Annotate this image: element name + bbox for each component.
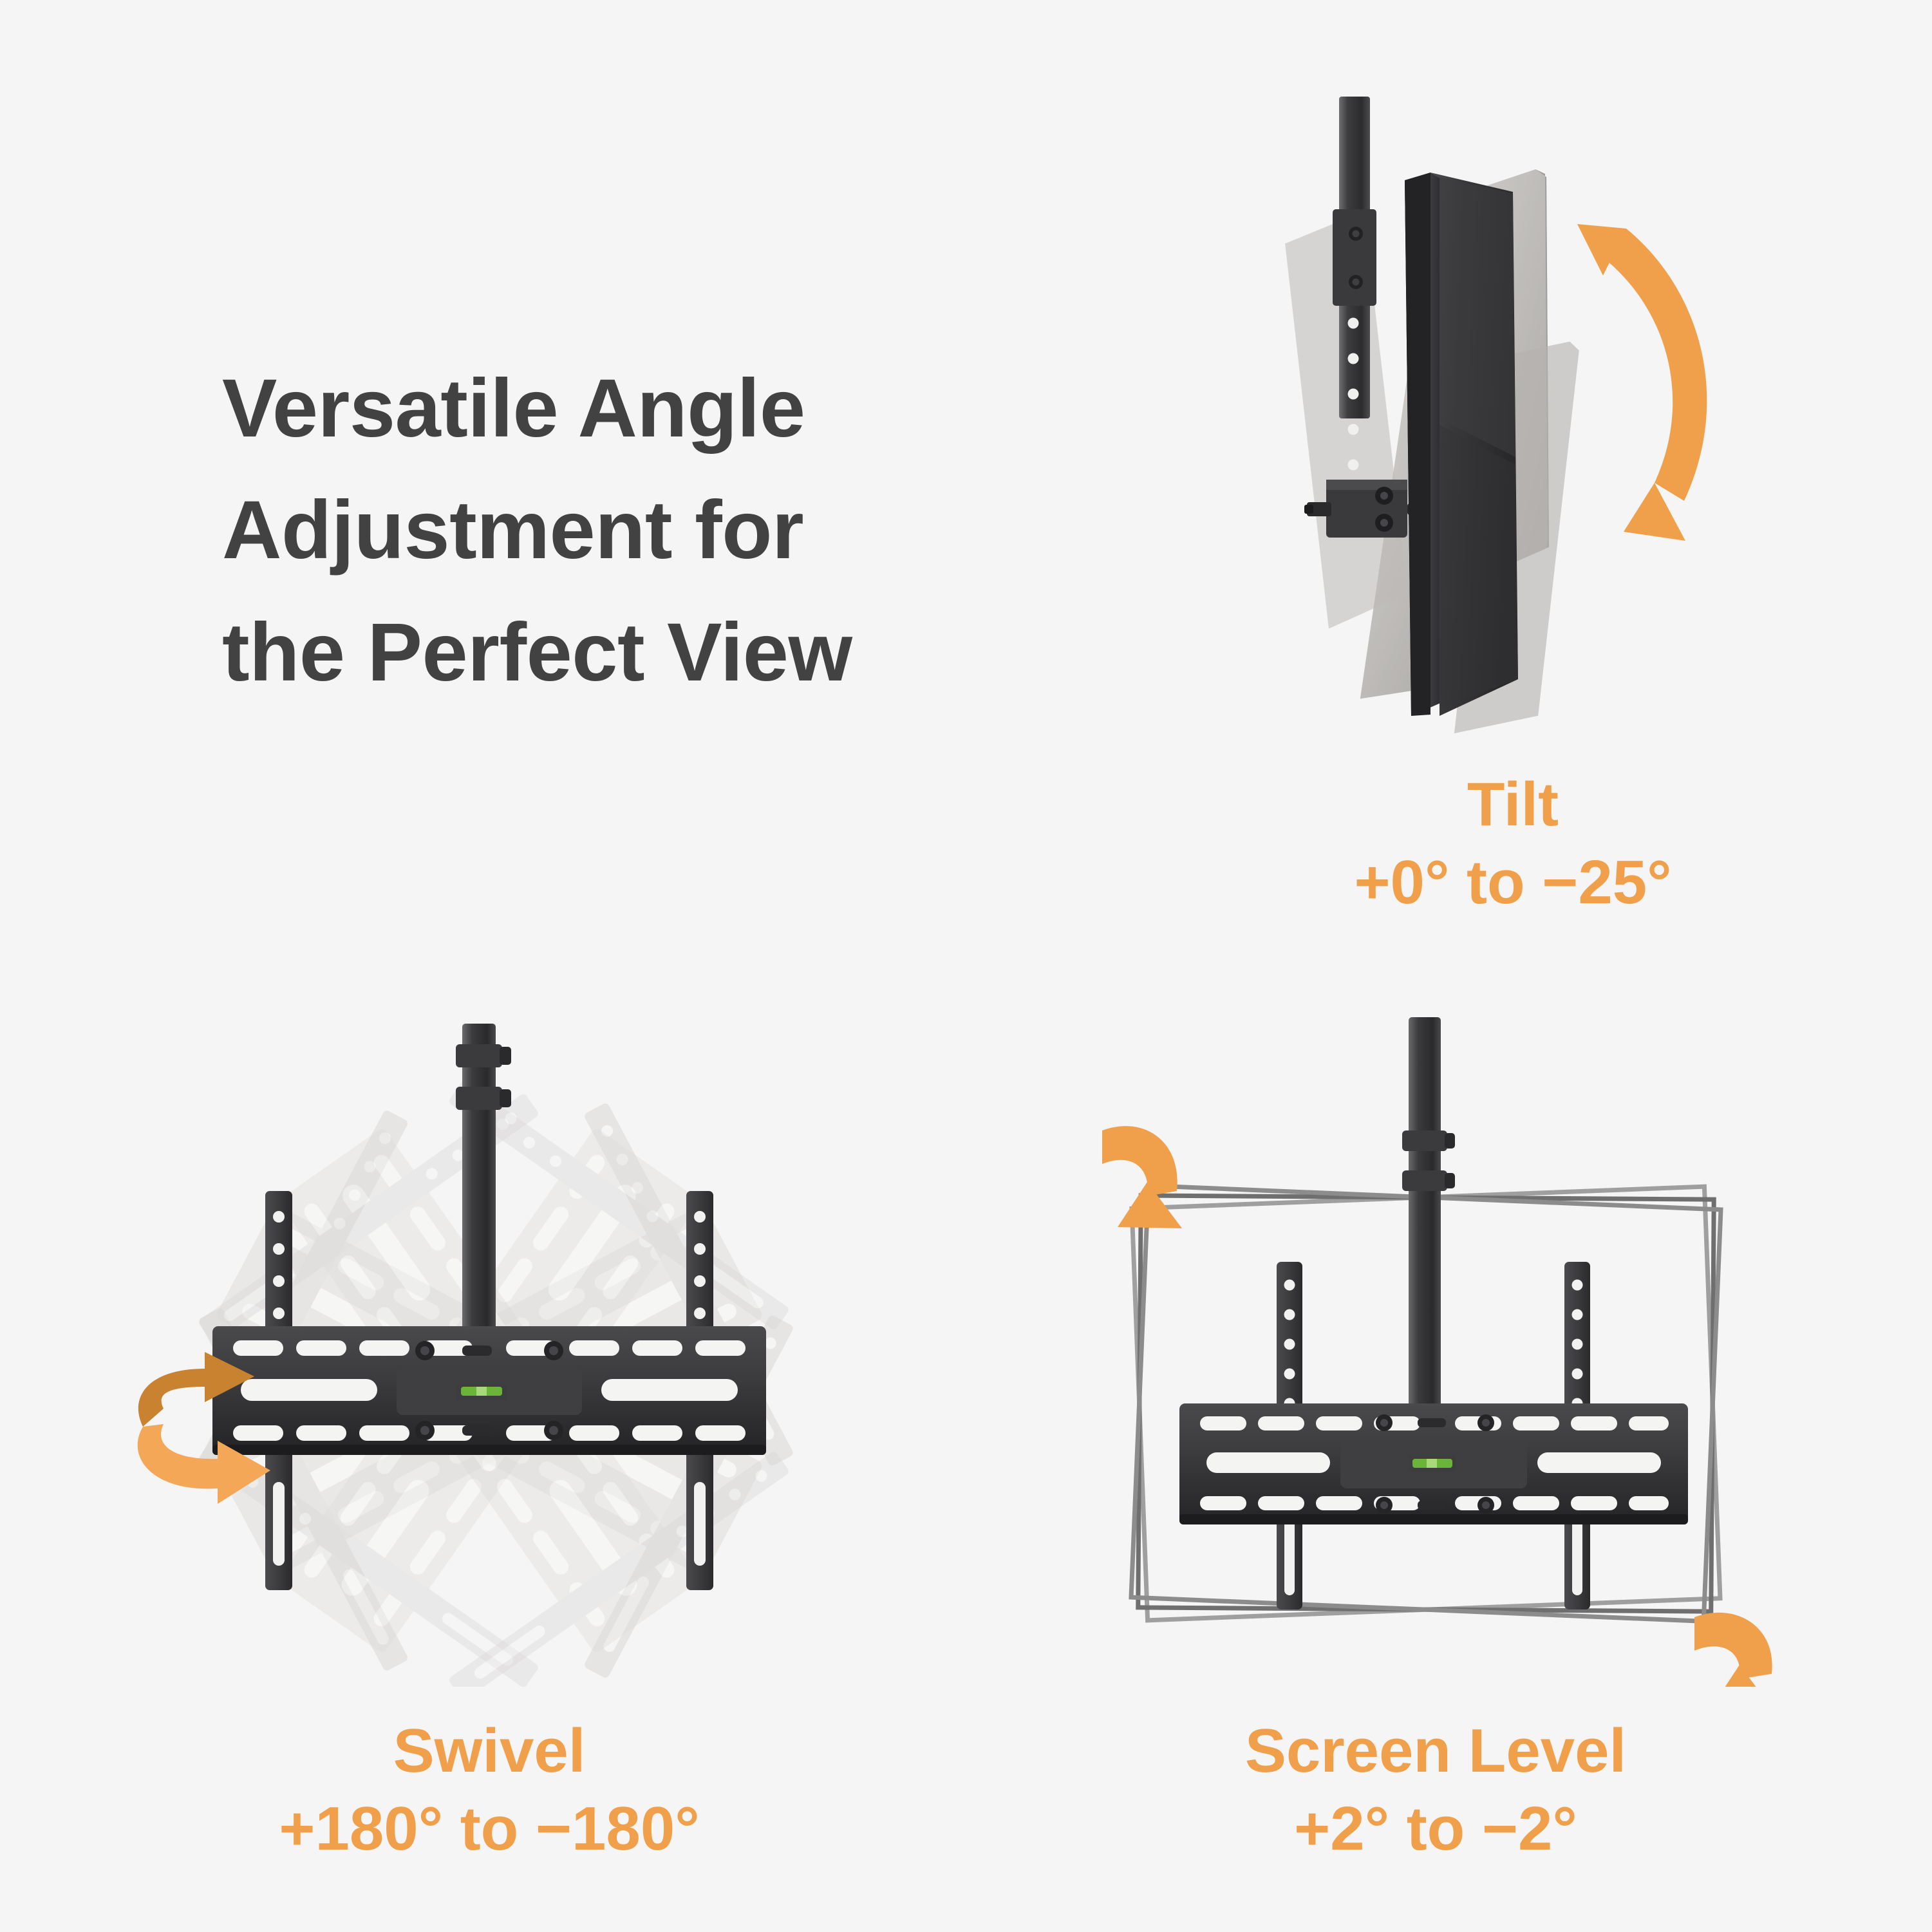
- swivel-diagram-svg: [137, 1024, 794, 1687]
- swivel-caption: Swivel +180° to −180°: [116, 1712, 863, 1868]
- pole-adjustment-holes: [1347, 317, 1359, 471]
- screen-level-range: +2° to −2°: [1294, 1794, 1577, 1863]
- tilt-double-arrow-icon: [1577, 224, 1707, 541]
- headline-line-1: Versatile Angle: [222, 362, 805, 455]
- mount-pole: [1333, 97, 1376, 471]
- level-mount-pole: [1402, 1017, 1455, 1429]
- level-rotate-arrow-bottom-right-icon: [1694, 1612, 1772, 1687]
- tilt-range: +0° to −25°: [1354, 847, 1672, 917]
- headline-line-3: the Perfect View: [222, 606, 852, 699]
- headline-line-2: Adjustment for: [222, 484, 804, 577]
- tilt-caption: Tilt +0° to −25°: [1243, 766, 1783, 922]
- tilt-illustration: [1243, 97, 1783, 753]
- swivel-illustration: [116, 1004, 863, 1687]
- screen-level-title: Screen Level: [1244, 1716, 1627, 1785]
- feature-panel-screen-level: Screen Level +2° to −2°: [1062, 1004, 1809, 1868]
- level-rotate-arrow-top-left-icon: [1102, 1126, 1182, 1228]
- feature-panel-tilt: Tilt +0° to −25°: [1243, 97, 1783, 922]
- bubble-level-icon: [457, 1383, 506, 1400]
- bubble-level-icon: [1409, 1455, 1456, 1472]
- page-title: Versatile Angle Adjustment for the Perfe…: [222, 348, 930, 713]
- swivel-rail-plate: [212, 1326, 766, 1455]
- screen-level-illustration: [1062, 1004, 1809, 1687]
- level-rail-hardware: [1376, 1414, 1494, 1514]
- tilt-pivot-bracket: [1304, 480, 1427, 538]
- swivel-range: +180° to −180°: [279, 1794, 700, 1863]
- swivel-mount-pole: [456, 1024, 511, 1410]
- swivel-title: Swivel: [393, 1716, 586, 1785]
- screen-level-diagram-svg: [1102, 1017, 1772, 1687]
- swivel-hub: [415, 1341, 563, 1440]
- screen-level-caption: Screen Level +2° to −2°: [1062, 1712, 1809, 1868]
- tilt-diagram-svg: [1285, 97, 1707, 734]
- tilt-title: Tilt: [1467, 770, 1559, 839]
- swivel-loop-arrow-icon: [137, 1352, 270, 1504]
- tv-panel-main: [1405, 173, 1518, 716]
- level-rail-plate: [1179, 1403, 1688, 1524]
- feature-panel-swivel: Swivel +180° to −180°: [116, 1004, 863, 1868]
